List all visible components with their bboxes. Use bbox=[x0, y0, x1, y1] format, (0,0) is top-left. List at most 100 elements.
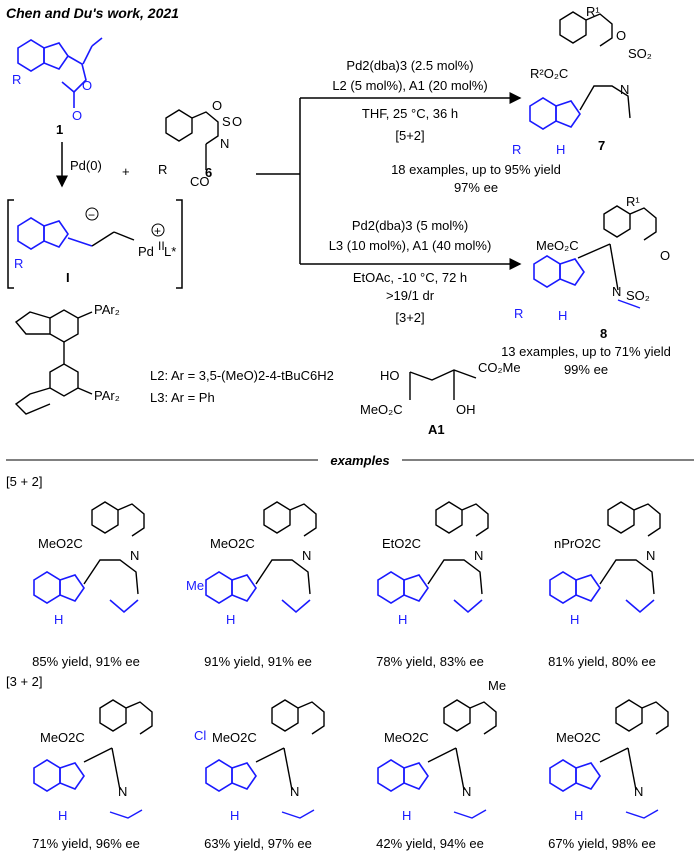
intermediate-structure: − + Pd II L* R bbox=[14, 207, 176, 271]
upper-condition-solvent: THF, 25 °C, 36 h bbox=[362, 106, 458, 121]
example-32-1: MeO2C N H 71% yield, 96% ee bbox=[32, 699, 153, 851]
svg-text:PAr₂: PAr₂ bbox=[94, 388, 120, 403]
svg-text:MeO₂C: MeO₂C bbox=[360, 402, 403, 417]
svg-text:L*: L* bbox=[164, 244, 176, 259]
svg-text:O: O bbox=[232, 114, 242, 129]
svg-text:Pd: Pd bbox=[138, 244, 154, 259]
product-7-structure: R²O₂C N O SO₂ R¹ R H bbox=[512, 4, 652, 157]
svg-text:H: H bbox=[230, 808, 239, 823]
compound-label-I: I bbox=[66, 270, 70, 285]
svg-text:H: H bbox=[58, 808, 67, 823]
ester-label: MeO2C bbox=[40, 730, 85, 745]
ester-label: EtO2C bbox=[382, 536, 421, 551]
upper-result-examples: 18 examples, up to 95% yield bbox=[391, 162, 561, 177]
ligand-l2: L2: Ar = 3,5-(MeO)2-4-tBuC6H2 bbox=[150, 368, 334, 383]
example-52-caption: 85% yield, 91% ee bbox=[32, 654, 140, 669]
example-32-4: MeO2C N H 67% yield, 98% ee bbox=[548, 699, 669, 851]
svg-text:R: R bbox=[14, 256, 23, 271]
ligand-structure bbox=[14, 309, 93, 415]
svg-text:H: H bbox=[398, 612, 407, 627]
compound-label-1: 1 bbox=[56, 122, 63, 137]
lower-condition-catalyst: Pd2(dba)3 (5 mol%) bbox=[352, 218, 468, 233]
svg-text:H: H bbox=[402, 808, 411, 823]
svg-text:O: O bbox=[616, 28, 626, 43]
compound-label-8: 8 bbox=[600, 326, 607, 341]
product-8-structure: MeO₂C N SO₂ O R¹ R H bbox=[514, 194, 670, 323]
svg-text:S: S bbox=[222, 114, 231, 129]
example-52-caption: 81% yield, 80% ee bbox=[548, 654, 656, 669]
svg-text:CO: CO bbox=[190, 174, 210, 189]
svg-text:II: II bbox=[158, 239, 165, 253]
upper-result-ee: 97% ee bbox=[454, 180, 498, 195]
example-52-1: MeO2C N H 85% yield, 91% ee bbox=[32, 501, 145, 669]
svg-text:N: N bbox=[462, 784, 471, 799]
examples-title: examples bbox=[330, 453, 389, 468]
compound-label-7: 7 bbox=[598, 138, 605, 153]
lower-condition-solvent: EtOAc, -10 °C, 72 h bbox=[353, 270, 467, 285]
example-32-caption: 63% yield, 97% ee bbox=[204, 836, 312, 851]
svg-text:R¹: R¹ bbox=[626, 194, 640, 209]
svg-text:H: H bbox=[54, 612, 63, 627]
example-32-2: MeO2C N H 63% yield, 97% ee Cl bbox=[194, 699, 325, 851]
ester-label: nPrO2C bbox=[554, 536, 601, 551]
svg-text:N: N bbox=[646, 548, 655, 563]
svg-text:R: R bbox=[158, 162, 167, 177]
svg-text:R: R bbox=[514, 306, 523, 321]
compound-label-A1: A1 bbox=[428, 422, 445, 437]
svg-text:HO: HO bbox=[380, 368, 400, 383]
lower-condition-ligand: L3 (10 mol%), A1 (40 mol%) bbox=[329, 238, 492, 253]
svg-text:O: O bbox=[212, 98, 222, 113]
branch-arrows bbox=[256, 92, 522, 270]
svg-text:+: + bbox=[154, 224, 161, 238]
svg-text:R²O₂C: R²O₂C bbox=[530, 66, 568, 81]
example-52-caption: 91% yield, 91% ee bbox=[204, 654, 312, 669]
svg-text:N: N bbox=[290, 784, 299, 799]
svg-text:MeO₂C: MeO₂C bbox=[536, 238, 579, 253]
svg-text:R: R bbox=[512, 142, 521, 157]
svg-text:SO₂: SO₂ bbox=[628, 46, 652, 61]
ester-label: MeO2C bbox=[212, 730, 257, 745]
svg-text:R: R bbox=[12, 72, 21, 87]
example-32-caption: 71% yield, 96% ee bbox=[32, 836, 140, 851]
svg-text:OH: OH bbox=[456, 402, 476, 417]
upper-condition-ligand: L2 (5 mol%), A1 (20 mol%) bbox=[332, 78, 487, 93]
svg-text:SO₂: SO₂ bbox=[626, 288, 650, 303]
svg-text:N: N bbox=[220, 136, 229, 151]
lower-condition-dr: >19/1 dr bbox=[386, 288, 435, 303]
substrate-1-structure: R O O bbox=[12, 37, 103, 123]
svg-text:H: H bbox=[558, 308, 567, 323]
ester-label: MeO2C bbox=[38, 536, 83, 551]
upper-condition-catalyst: Pd2(dba)3 (2.5 mol%) bbox=[346, 58, 473, 73]
lower-condition-mode: [3+2] bbox=[395, 310, 424, 325]
svg-text:PAr₂: PAr₂ bbox=[94, 302, 120, 317]
ester-label: MeO2C bbox=[210, 536, 255, 551]
row1-structures: MeO2C N H 85% yield, 91% ee MeO2C N H 91% yield… bbox=[32, 501, 661, 669]
section-52-label: [5 + 2] bbox=[6, 474, 43, 489]
example-52-3: EtO2C N H 78% yield, 83% ee bbox=[376, 501, 489, 669]
svg-text:N: N bbox=[118, 784, 127, 799]
svg-text:N: N bbox=[130, 548, 139, 563]
example-52-caption: 78% yield, 83% ee bbox=[376, 654, 484, 669]
upper-condition-mode: [5+2] bbox=[395, 128, 424, 143]
example-32-caption: 67% yield, 98% ee bbox=[548, 836, 656, 851]
substituent-me: Me bbox=[186, 578, 204, 593]
svg-text:N: N bbox=[474, 548, 483, 563]
svg-text:H: H bbox=[556, 142, 565, 157]
svg-text:H: H bbox=[570, 612, 579, 627]
ligand-l3: L3: Ar = Ph bbox=[150, 390, 215, 405]
row2-structures: MeO2C N H 71% yield, 96% ee MeO2C N H 63% yield… bbox=[32, 678, 669, 851]
ester-label: MeO2C bbox=[556, 730, 601, 745]
intermediate-bracket bbox=[7, 199, 183, 289]
svg-text:N: N bbox=[620, 82, 629, 97]
substituent-cl: Cl bbox=[194, 728, 206, 743]
svg-text:H: H bbox=[226, 612, 235, 627]
svg-text:CO₂Me: CO₂Me bbox=[478, 360, 521, 375]
section-32-label: [3 + 2] bbox=[6, 674, 43, 689]
svg-text:N: N bbox=[302, 548, 311, 563]
svg-text:H: H bbox=[574, 808, 583, 823]
svg-text:N: N bbox=[634, 784, 643, 799]
svg-text:O: O bbox=[660, 248, 670, 263]
pd0-label: Pd(0) bbox=[70, 158, 102, 173]
lower-result-ee: 99% ee bbox=[564, 362, 608, 377]
